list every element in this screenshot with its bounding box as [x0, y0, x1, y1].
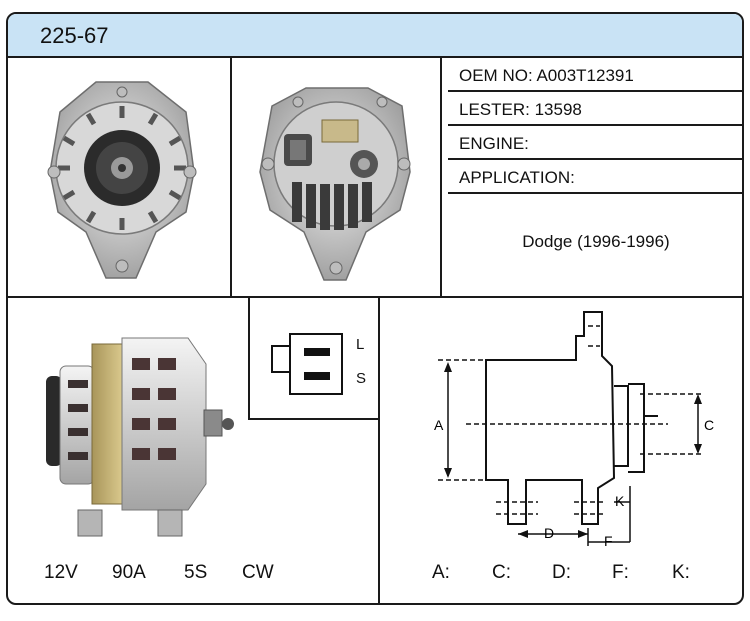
lester-number-field: LESTER: 13598 [448, 92, 742, 126]
grid-divider [248, 296, 250, 420]
header-bar: 225-67 [8, 14, 742, 58]
application-value: Dodge (1996-1996) [522, 232, 670, 251]
dimension-drawing: A C D F K [434, 311, 714, 546]
dim-value-k: K: [672, 562, 690, 583]
product-card: 225-67 OEM NO: A003T12391 LESTER: 13598 … [6, 12, 744, 605]
dim-value-c: C: [492, 562, 511, 583]
grid-divider [440, 58, 442, 296]
alternator-side-photo [46, 337, 234, 537]
grid-divider [248, 418, 380, 420]
dim-value-d: D: [552, 562, 571, 583]
connector-diagram [271, 333, 343, 395]
engine-field: ENGINE: [448, 126, 742, 160]
dim-value-a: A: [432, 562, 450, 583]
grid-divider [378, 296, 380, 603]
grid-divider [230, 58, 232, 296]
dim-label-d: D [544, 525, 554, 541]
dim-label-a: A [434, 417, 444, 433]
connector-pin-s-label: S [356, 370, 367, 387]
grid-divider-horizontal [8, 296, 742, 298]
alternator-front-photo [47, 81, 197, 279]
spec-rotation: CW [242, 562, 274, 583]
alternator-rear-photo [259, 87, 411, 281]
connector-pin-l-label: L [356, 336, 365, 353]
dim-label-c: C [704, 417, 714, 433]
part-number-title: 225-67 [40, 23, 109, 48]
spec-amperage: 90A [112, 562, 146, 583]
spec-voltage: 12V [44, 562, 78, 583]
oem-number-field: OEM NO: A003T12391 [448, 58, 742, 92]
spec-groove: 5S [184, 562, 208, 583]
dim-label-k: K [615, 493, 625, 509]
application-field: APPLICATION: [448, 160, 742, 194]
dim-label-f: F [604, 533, 613, 546]
dim-value-f: F: [612, 562, 629, 583]
